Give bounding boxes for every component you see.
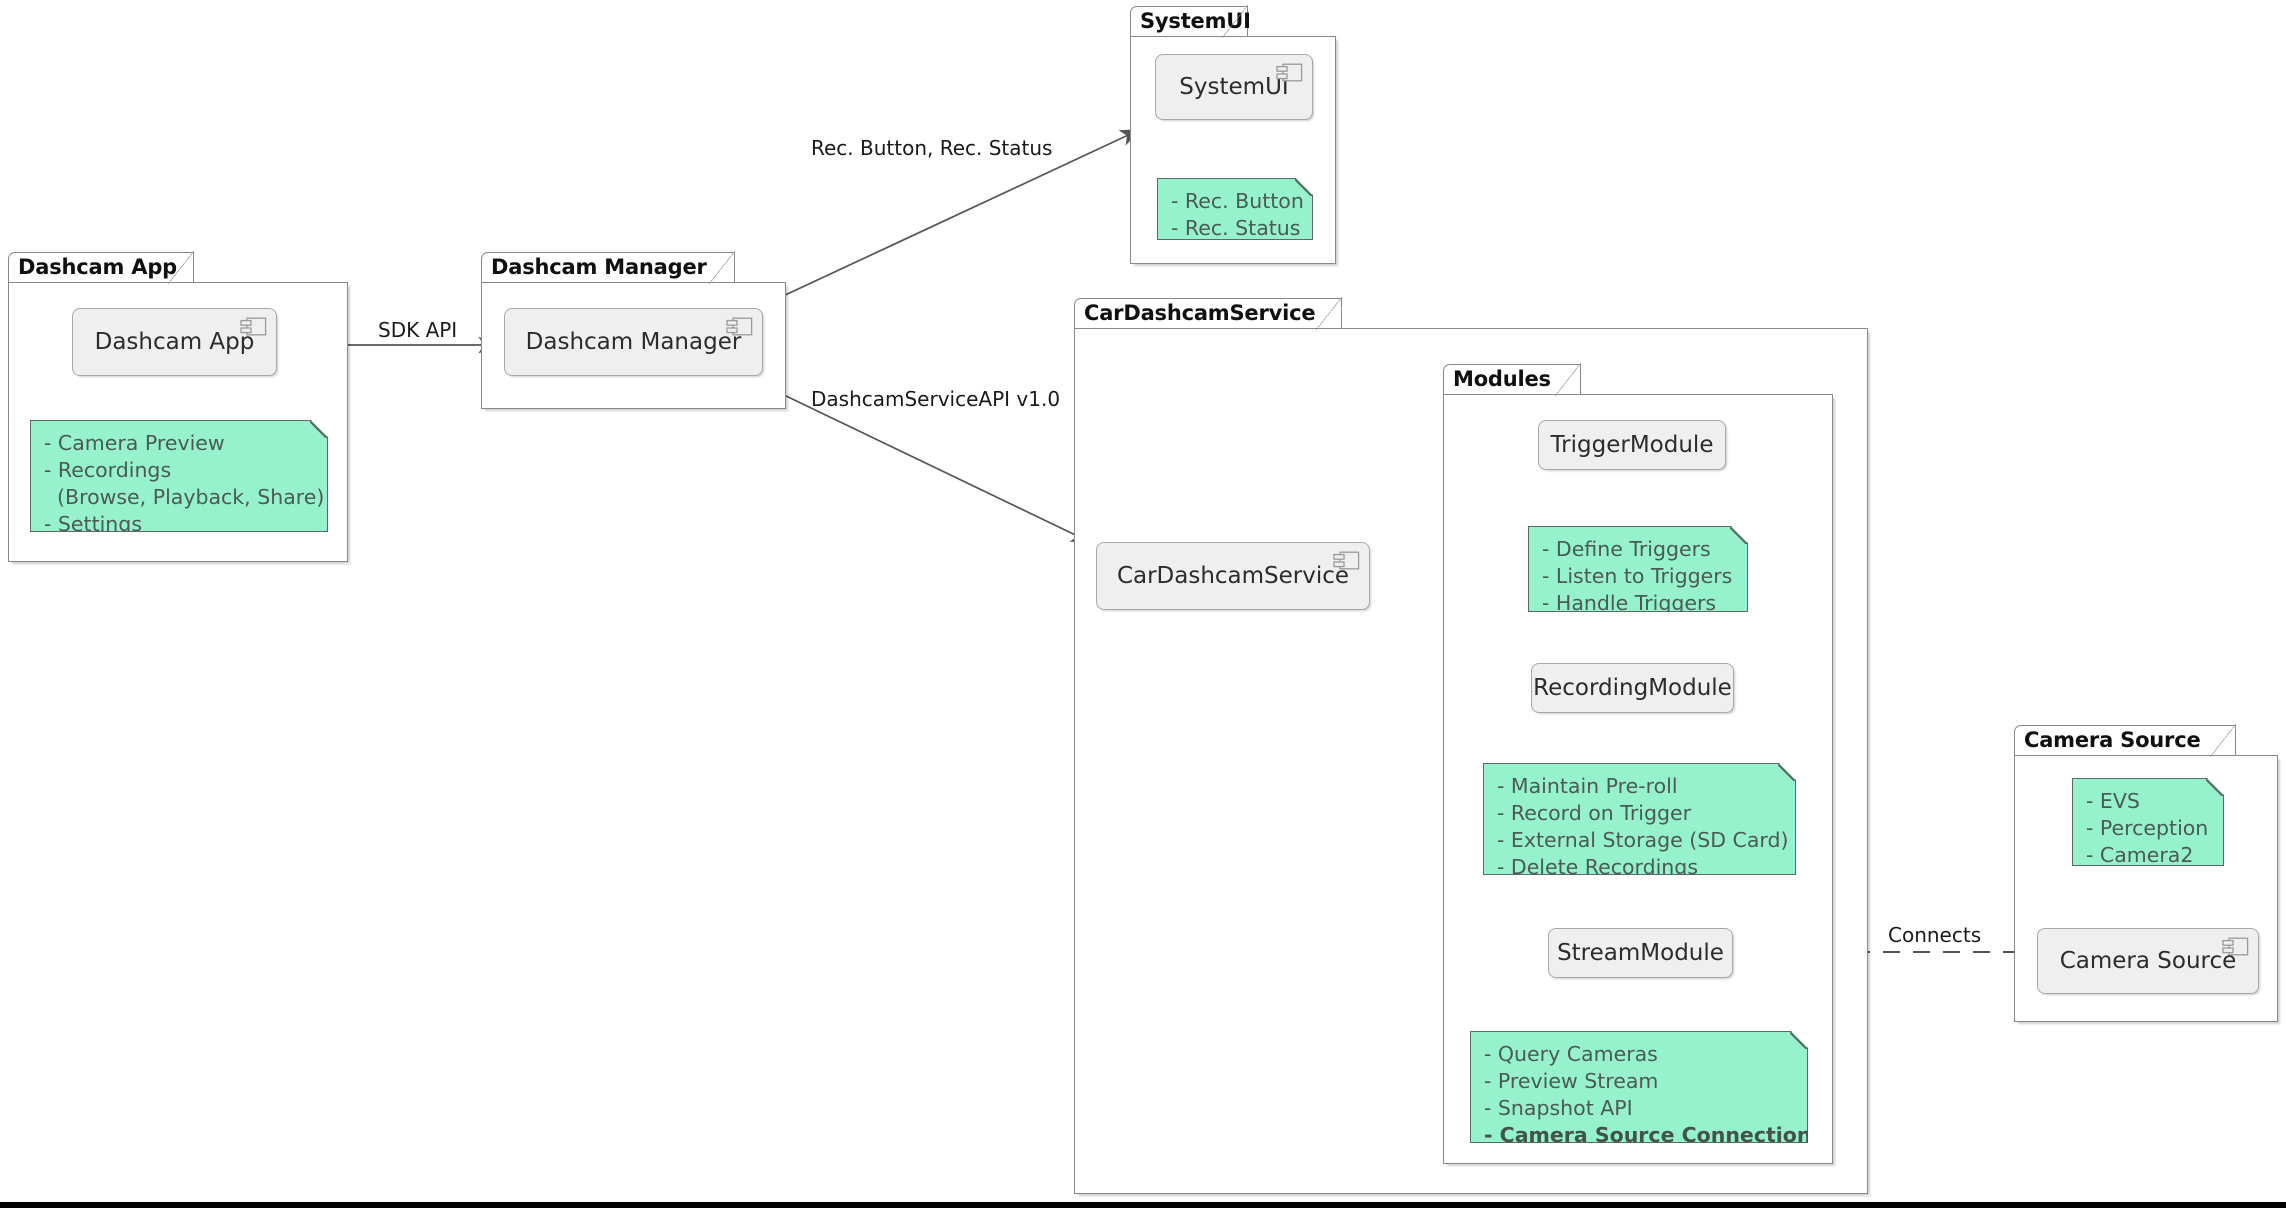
note-line: - Recordings <box>44 458 172 483</box>
note-line: (Browse, Playback, Share) <box>44 485 325 510</box>
note-line: - Rec. Button <box>1171 189 1304 213</box>
package-tab-dashcam-manager: Dashcam Manager <box>481 251 735 284</box>
component-label-camera-source: Camera Source <box>2059 947 2237 974</box>
component-camera-source[interactable]: Camera Source <box>2037 928 2259 994</box>
component-label-trigger-module: TriggerModule <box>1550 431 1714 458</box>
note-trigger-module: - Define Triggers - Listen to Triggers -… <box>1528 526 1748 612</box>
note-line: - Record on Trigger <box>1497 801 1692 826</box>
package-label-camera-source: Camera Source <box>2024 728 2201 752</box>
uml-component-icon <box>726 317 753 336</box>
note-line: - Camera2 <box>2086 843 2194 868</box>
note-line: - Define Triggers <box>1542 537 1711 561</box>
component-recording-module[interactable]: RecordingModule <box>1531 663 1734 713</box>
package-label-system-ui: SystemUI <box>1140 9 1251 33</box>
note-line: - Query Cameras <box>1484 1042 1658 1066</box>
package-label-car-dashcam-service: CarDashcamService <box>1084 301 1316 325</box>
note-line: - External Storage (SD Card) <box>1497 828 1789 853</box>
note-line: - Rec. Status <box>1171 216 1301 241</box>
uml-component-icon <box>2222 937 2249 956</box>
component-label-dashcam-manager: Dashcam Manager <box>525 328 742 355</box>
note-camera-source: - EVS - Perception - Camera2 <box>2072 778 2224 866</box>
note-line: - Camera Preview <box>44 431 225 455</box>
note-dashcam-app: - Camera Preview - Recordings (Browse, P… <box>30 420 328 532</box>
edge-label-sdk-api: SDK API <box>378 318 458 342</box>
package-label-dashcam-app: Dashcam App <box>18 255 177 279</box>
edge-label-connects: Connects <box>1888 923 1982 947</box>
note-line: - Snapshot API <box>1484 1096 1633 1121</box>
component-dashcam-app[interactable]: Dashcam App <box>72 308 277 376</box>
note-system-ui: - Rec. Button - Rec. Status <box>1157 178 1313 240</box>
note-line: - Perception <box>2086 816 2209 841</box>
edge-label-rec-button-status: Rec. Button, Rec. Status <box>811 136 1053 160</box>
component-label-system-ui: SystemUI <box>1179 73 1289 100</box>
note-line: - Preview Stream <box>1484 1069 1659 1094</box>
note-line: - EVS <box>2086 789 2140 813</box>
component-label-car-dashcam-service: CarDashcamService <box>1116 562 1350 589</box>
note-stream-module: - Query Cameras - Preview Stream - Snaps… <box>1470 1031 1808 1143</box>
package-tab-camera-source: Camera Source <box>2014 724 2236 757</box>
package-tab-dashcam-app: Dashcam App <box>8 251 194 284</box>
note-line: - Listen to Triggers <box>1542 564 1733 589</box>
uml-component-icon <box>1333 551 1360 570</box>
package-label-modules: Modules <box>1453 367 1551 391</box>
package-tab-modules: Modules <box>1443 363 1581 396</box>
component-stream-module[interactable]: StreamModule <box>1548 928 1733 978</box>
note-line: - Maintain Pre-roll <box>1497 774 1678 798</box>
component-system-ui[interactable]: SystemUI <box>1155 54 1313 120</box>
component-label-recording-module: RecordingModule <box>1533 674 1732 701</box>
package-tab-car-dashcam-service: CarDashcamService <box>1074 297 1342 330</box>
note-line: - Handle Triggers <box>1542 591 1717 616</box>
component-dashcam-manager[interactable]: Dashcam Manager <box>504 308 763 376</box>
component-trigger-module[interactable]: TriggerModule <box>1538 420 1726 470</box>
uml-component-icon <box>1276 63 1303 82</box>
package-label-dashcam-manager: Dashcam Manager <box>491 255 707 279</box>
uml-component-icon <box>240 317 267 336</box>
bottom-edge-bar <box>0 1202 2286 1208</box>
component-car-dashcam-service[interactable]: CarDashcamService <box>1096 542 1370 610</box>
component-label-dashcam-app: Dashcam App <box>94 328 255 355</box>
package-tab-system-ui: SystemUI <box>1130 5 1251 38</box>
component-label-stream-module: StreamModule <box>1557 939 1724 966</box>
note-recording-module: - Maintain Pre-roll - Record on Trigger … <box>1483 763 1796 875</box>
edge-label-dashcam-service-api: DashcamServiceAPI v1.0 <box>811 387 1061 411</box>
